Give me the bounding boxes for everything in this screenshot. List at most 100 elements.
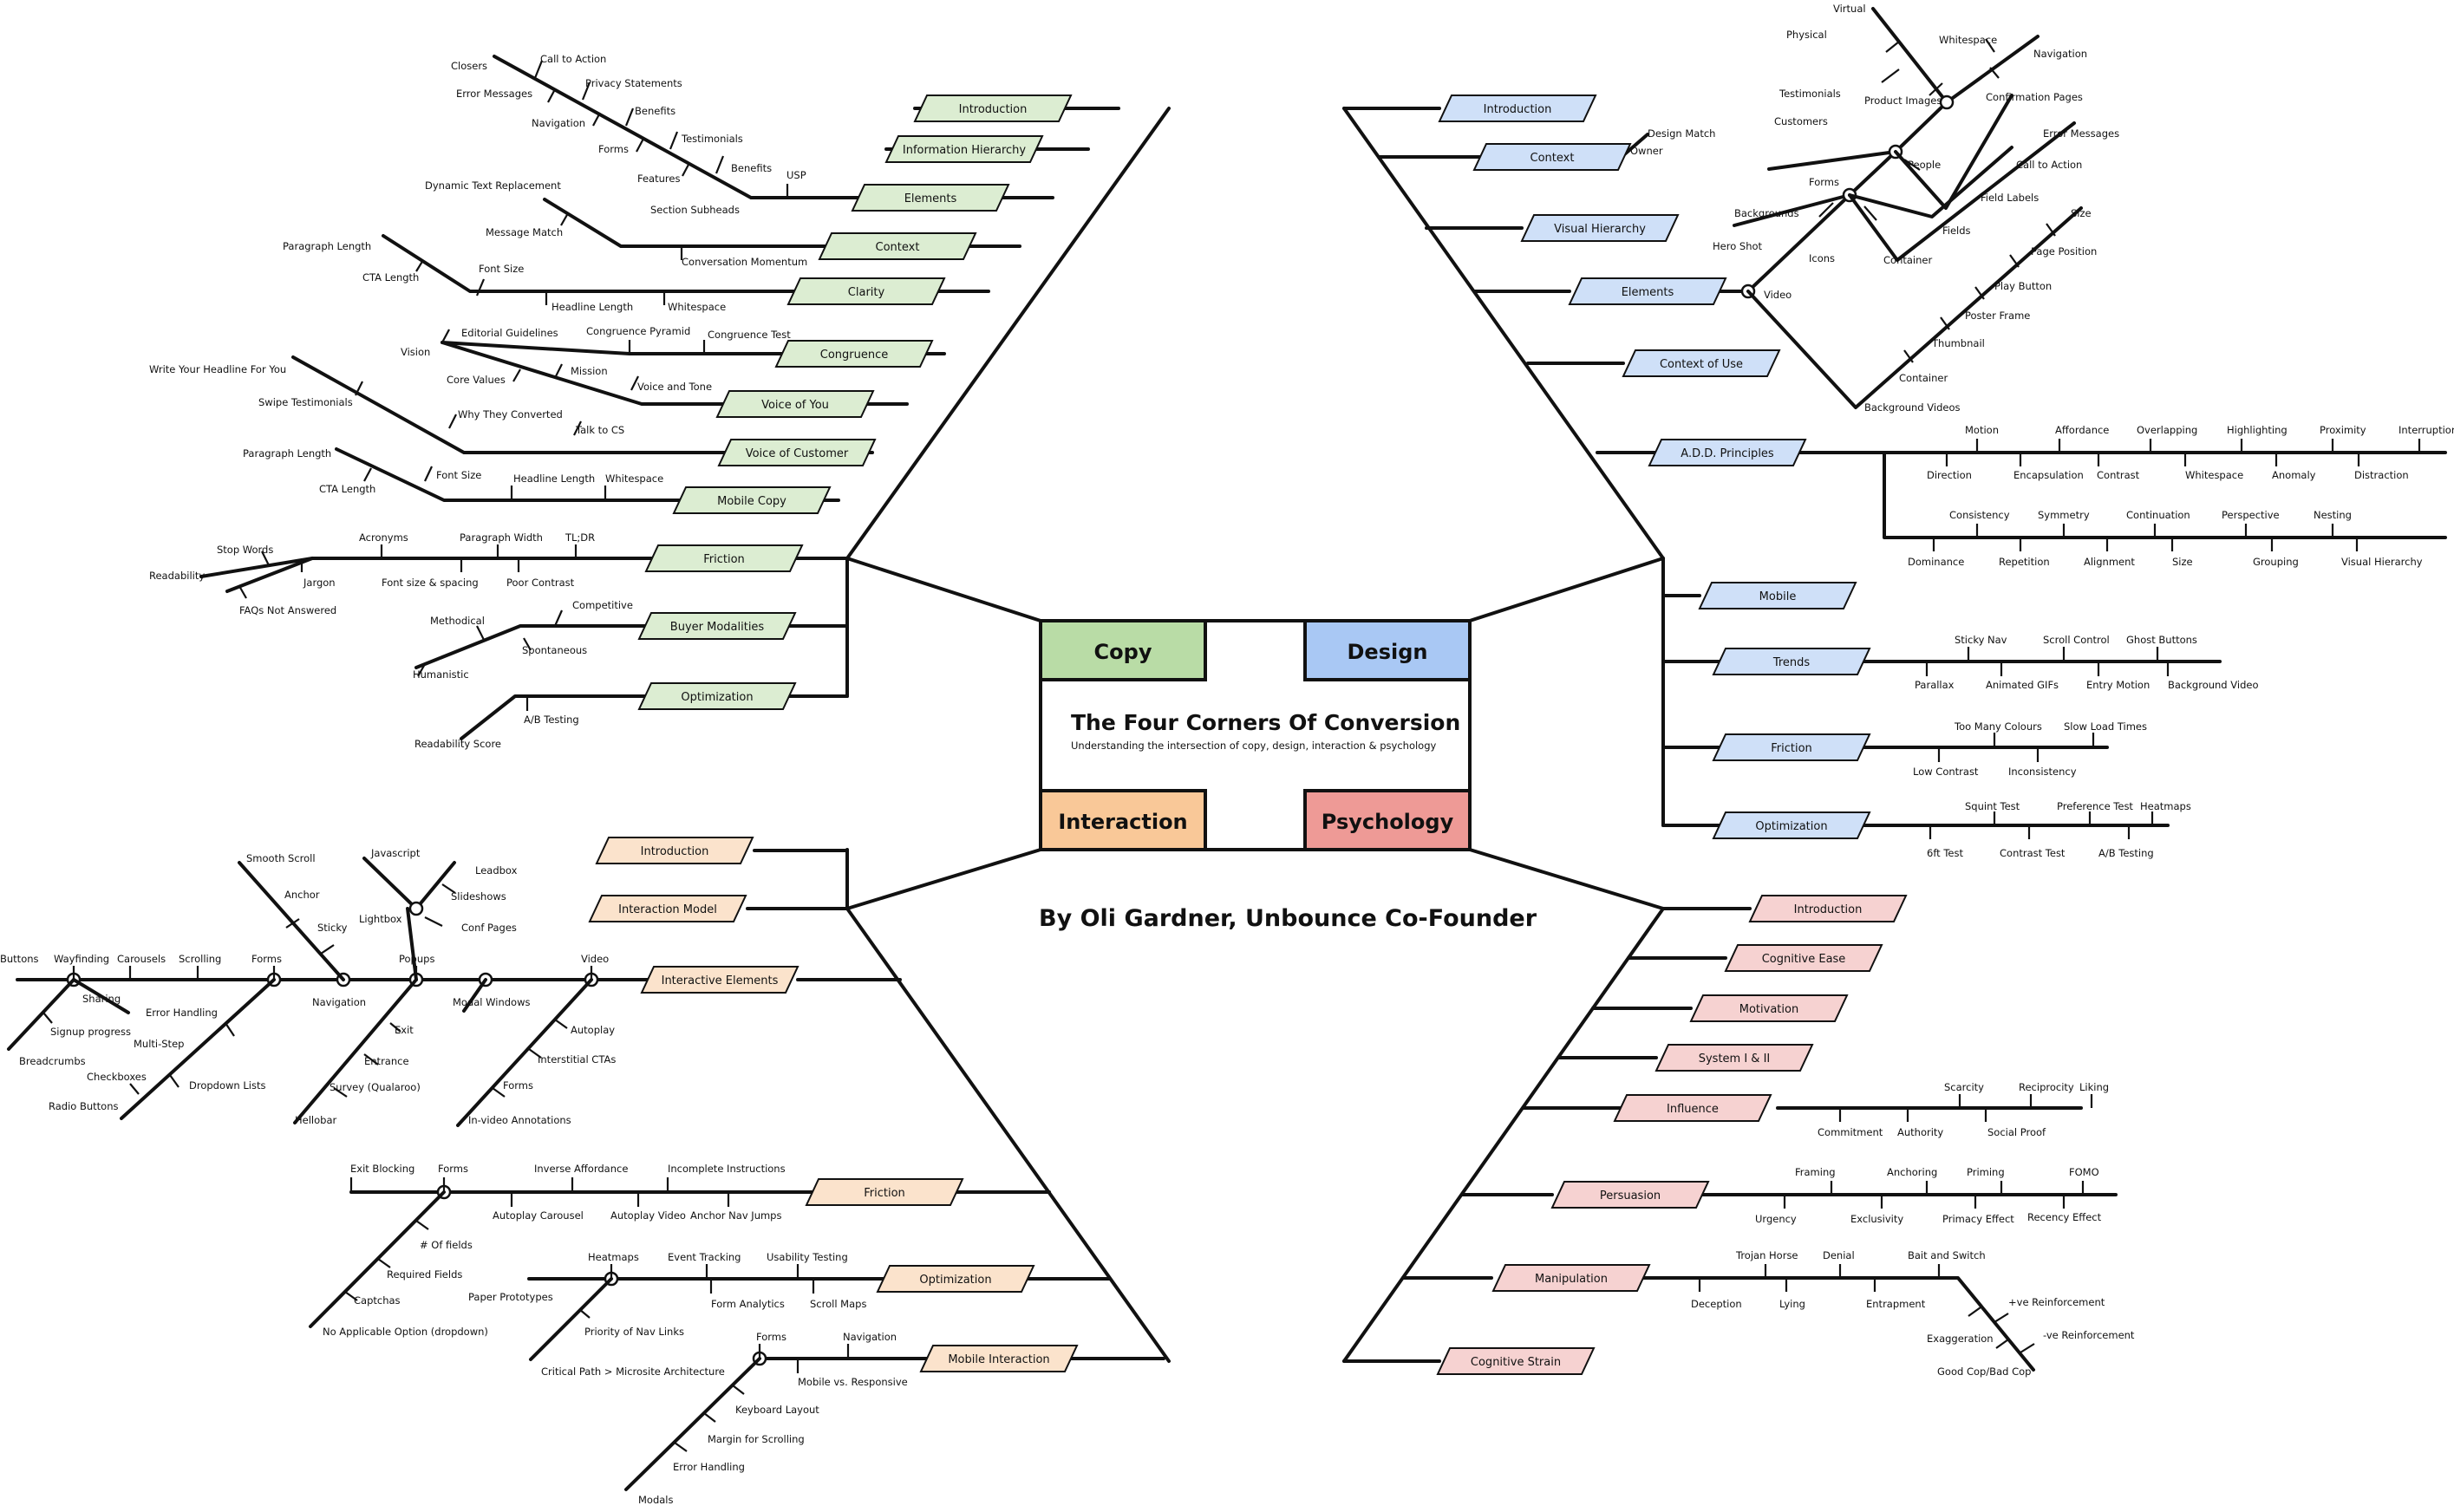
copy-tag-friction-label: Friction	[703, 553, 745, 566]
leaf-label: Editorial Guidelines	[461, 327, 558, 339]
leaf-label: Squint Test	[1965, 800, 2020, 812]
leaf-label: A/B Testing	[2098, 847, 2154, 859]
leaf-label: Autoplay Video	[610, 1209, 686, 1222]
leaf-label: Interruption	[2399, 424, 2454, 436]
leaf-label: Lightbox	[359, 913, 402, 925]
leaf-label: Highlighting	[2227, 424, 2288, 436]
leaf-label: Autoplay Carousel	[493, 1209, 584, 1222]
leaf-label: Carousels	[117, 953, 166, 965]
leaf-label: Javascript	[370, 847, 421, 859]
psychology-tag-motivation[interactable]: Motivation	[1689, 994, 1849, 1022]
leaf-label: Sharing	[82, 993, 121, 1005]
design-tag-trends-label: Trends	[1772, 656, 1811, 669]
leaf-label: Good Cop/Bad Cop	[1937, 1365, 2031, 1378]
leaf-label: Congruence Test	[708, 329, 791, 341]
design-tag-mobile[interactable]: Mobile	[1698, 582, 1857, 609]
psychology-tag-introduction[interactable]: Introduction	[1748, 895, 1908, 922]
interaction-tag-interactive-elements[interactable]: Interactive Elements	[640, 966, 800, 994]
leaf-label: Confirmation Pages	[1986, 91, 2083, 103]
leaf-label: Forms	[251, 953, 282, 965]
leaf-label: Popups	[399, 953, 434, 965]
design-tag-trends[interactable]: Trends	[1712, 648, 1871, 675]
leaf-label: Customers	[1774, 115, 1828, 127]
copy-tag-clarity-label: Clarity	[848, 286, 885, 299]
copy-tag-elements[interactable]: Elements	[851, 184, 1010, 212]
copy-tag-introduction[interactable]: Introduction	[913, 94, 1073, 122]
leaf-label: Testimonials	[1778, 88, 1841, 100]
psychology-tag-influence[interactable]: Influence	[1613, 1094, 1772, 1122]
leaf-label: Low Contrast	[1913, 766, 1979, 778]
psychology-tag-cognitive-strain[interactable]: Cognitive Strain	[1436, 1347, 1596, 1375]
design-tag-optimization-label: Optimization	[1755, 820, 1827, 833]
leaf-label: Vision	[401, 346, 430, 358]
leaf-label: Entrapment	[1866, 1298, 1926, 1310]
leaf-label: Dominance	[1908, 556, 1964, 568]
copy-tag-voice-of-customer[interactable]: Voice of Customer	[717, 439, 877, 466]
design-tag-optimization[interactable]: Optimization	[1712, 811, 1871, 839]
psychology-tag-system-i-ii[interactable]: System I & II	[1654, 1044, 1814, 1072]
leaf-label: Size	[2172, 556, 2193, 568]
leaf-label: Jargon	[303, 577, 336, 589]
copy-tag-buyer-modalities[interactable]: Buyer Modalities	[637, 612, 797, 640]
leaf-label: Encapsulation	[2013, 469, 2084, 481]
psychology-tag-cognitive-ease[interactable]: Cognitive Ease	[1724, 944, 1883, 972]
design-tag-add-principles[interactable]: A.D.D. Principles	[1648, 439, 1807, 466]
psychology-tag-persuasion[interactable]: Persuasion	[1550, 1181, 1710, 1209]
copy-tag-mobile-copy[interactable]: Mobile Copy	[672, 486, 832, 514]
leaf-label: Dropdown Lists	[189, 1079, 265, 1092]
copy-tag-congruence[interactable]: Congruence	[774, 340, 934, 368]
leaf-label: Distraction	[2354, 469, 2409, 481]
leaf-label: Testimonials	[681, 133, 743, 145]
leaf-label: Sticky Nav	[1955, 634, 2007, 646]
leaf-label: Scrolling	[179, 953, 221, 965]
copy-tag-voice-of-customer-label: Voice of Customer	[746, 447, 849, 460]
design-tag-introduction[interactable]: Introduction	[1438, 94, 1597, 122]
leaf-label: Error Messages	[2043, 127, 2119, 140]
copy-tag-voice-of-you[interactable]: Voice of You	[715, 390, 875, 418]
junction-node	[408, 901, 424, 916]
design-tag-visual-hierarchy[interactable]: Visual Hierarchy	[1520, 214, 1680, 242]
leaf-label: Anchoring	[1887, 1166, 1937, 1178]
leaf-label: Continuation	[2126, 509, 2190, 521]
leaf-label: Error Handling	[146, 1007, 218, 1019]
interaction-tag-optimization[interactable]: Optimization	[876, 1265, 1035, 1293]
leaf-label: Trojan Horse	[1735, 1249, 1798, 1261]
leaf-label: Play Button	[1994, 280, 2052, 292]
copy-tag-context[interactable]: Context	[818, 232, 977, 260]
leaf-label: Product Images	[1864, 94, 1942, 107]
design-tag-elements[interactable]: Elements	[1568, 277, 1727, 305]
copy-tag-elements-label: Elements	[904, 192, 957, 205]
leaf-label: Closers	[451, 60, 487, 72]
leaf-label: Social Proof	[1987, 1126, 2046, 1138]
interaction-tag-friction[interactable]: Friction	[805, 1178, 964, 1206]
leaf-label: Animated GIFs	[1986, 679, 2059, 691]
copy-tag-clarity[interactable]: Clarity	[786, 277, 946, 305]
design-tag-context-of-use[interactable]: Context of Use	[1622, 349, 1781, 377]
psychology-tag-manipulation[interactable]: Manipulation	[1491, 1264, 1651, 1292]
copy-tag-voice-of-you-label: Voice of You	[761, 399, 829, 412]
interaction-tag-mobile-interaction[interactable]: Mobile Interaction	[919, 1345, 1079, 1372]
design-tag-visual-hierarchy-label: Visual Hierarchy	[1554, 223, 1646, 236]
leaf-label: Owner	[1630, 145, 1663, 157]
leaf-label: Size	[2071, 207, 2092, 219]
leaf-label: Interstitial CTAs	[538, 1053, 616, 1066]
leaf-label: FAQs Not Answered	[239, 604, 336, 616]
interaction-tag-interaction-model[interactable]: Interaction Model	[588, 895, 747, 922]
copy-tag-optimization[interactable]: Optimization	[637, 682, 797, 710]
interaction-tag-introduction-label: Introduction	[641, 845, 709, 858]
design-tag-context[interactable]: Context	[1472, 143, 1632, 171]
leaf-label: A/B Testing	[524, 714, 579, 726]
copy-tag-information-hierarchy[interactable]: Information Hierarchy	[884, 135, 1044, 163]
leaf-label: Slideshows	[451, 890, 506, 903]
leaf-label: Hellobar	[295, 1114, 336, 1126]
copy-tag-friction[interactable]: Friction	[644, 544, 804, 572]
interaction-tag-introduction[interactable]: Introduction	[595, 837, 754, 864]
leaf-label: Section Subheads	[650, 204, 740, 216]
design-tag-friction[interactable]: Friction	[1712, 733, 1871, 761]
leaf-label: Methodical	[430, 615, 485, 627]
psychology-tag-cognitive-ease-label: Cognitive Ease	[1762, 953, 1846, 966]
leaf-label: Anchor Nav Jumps	[690, 1209, 781, 1222]
leaf-label: Virtual	[1833, 3, 1866, 15]
